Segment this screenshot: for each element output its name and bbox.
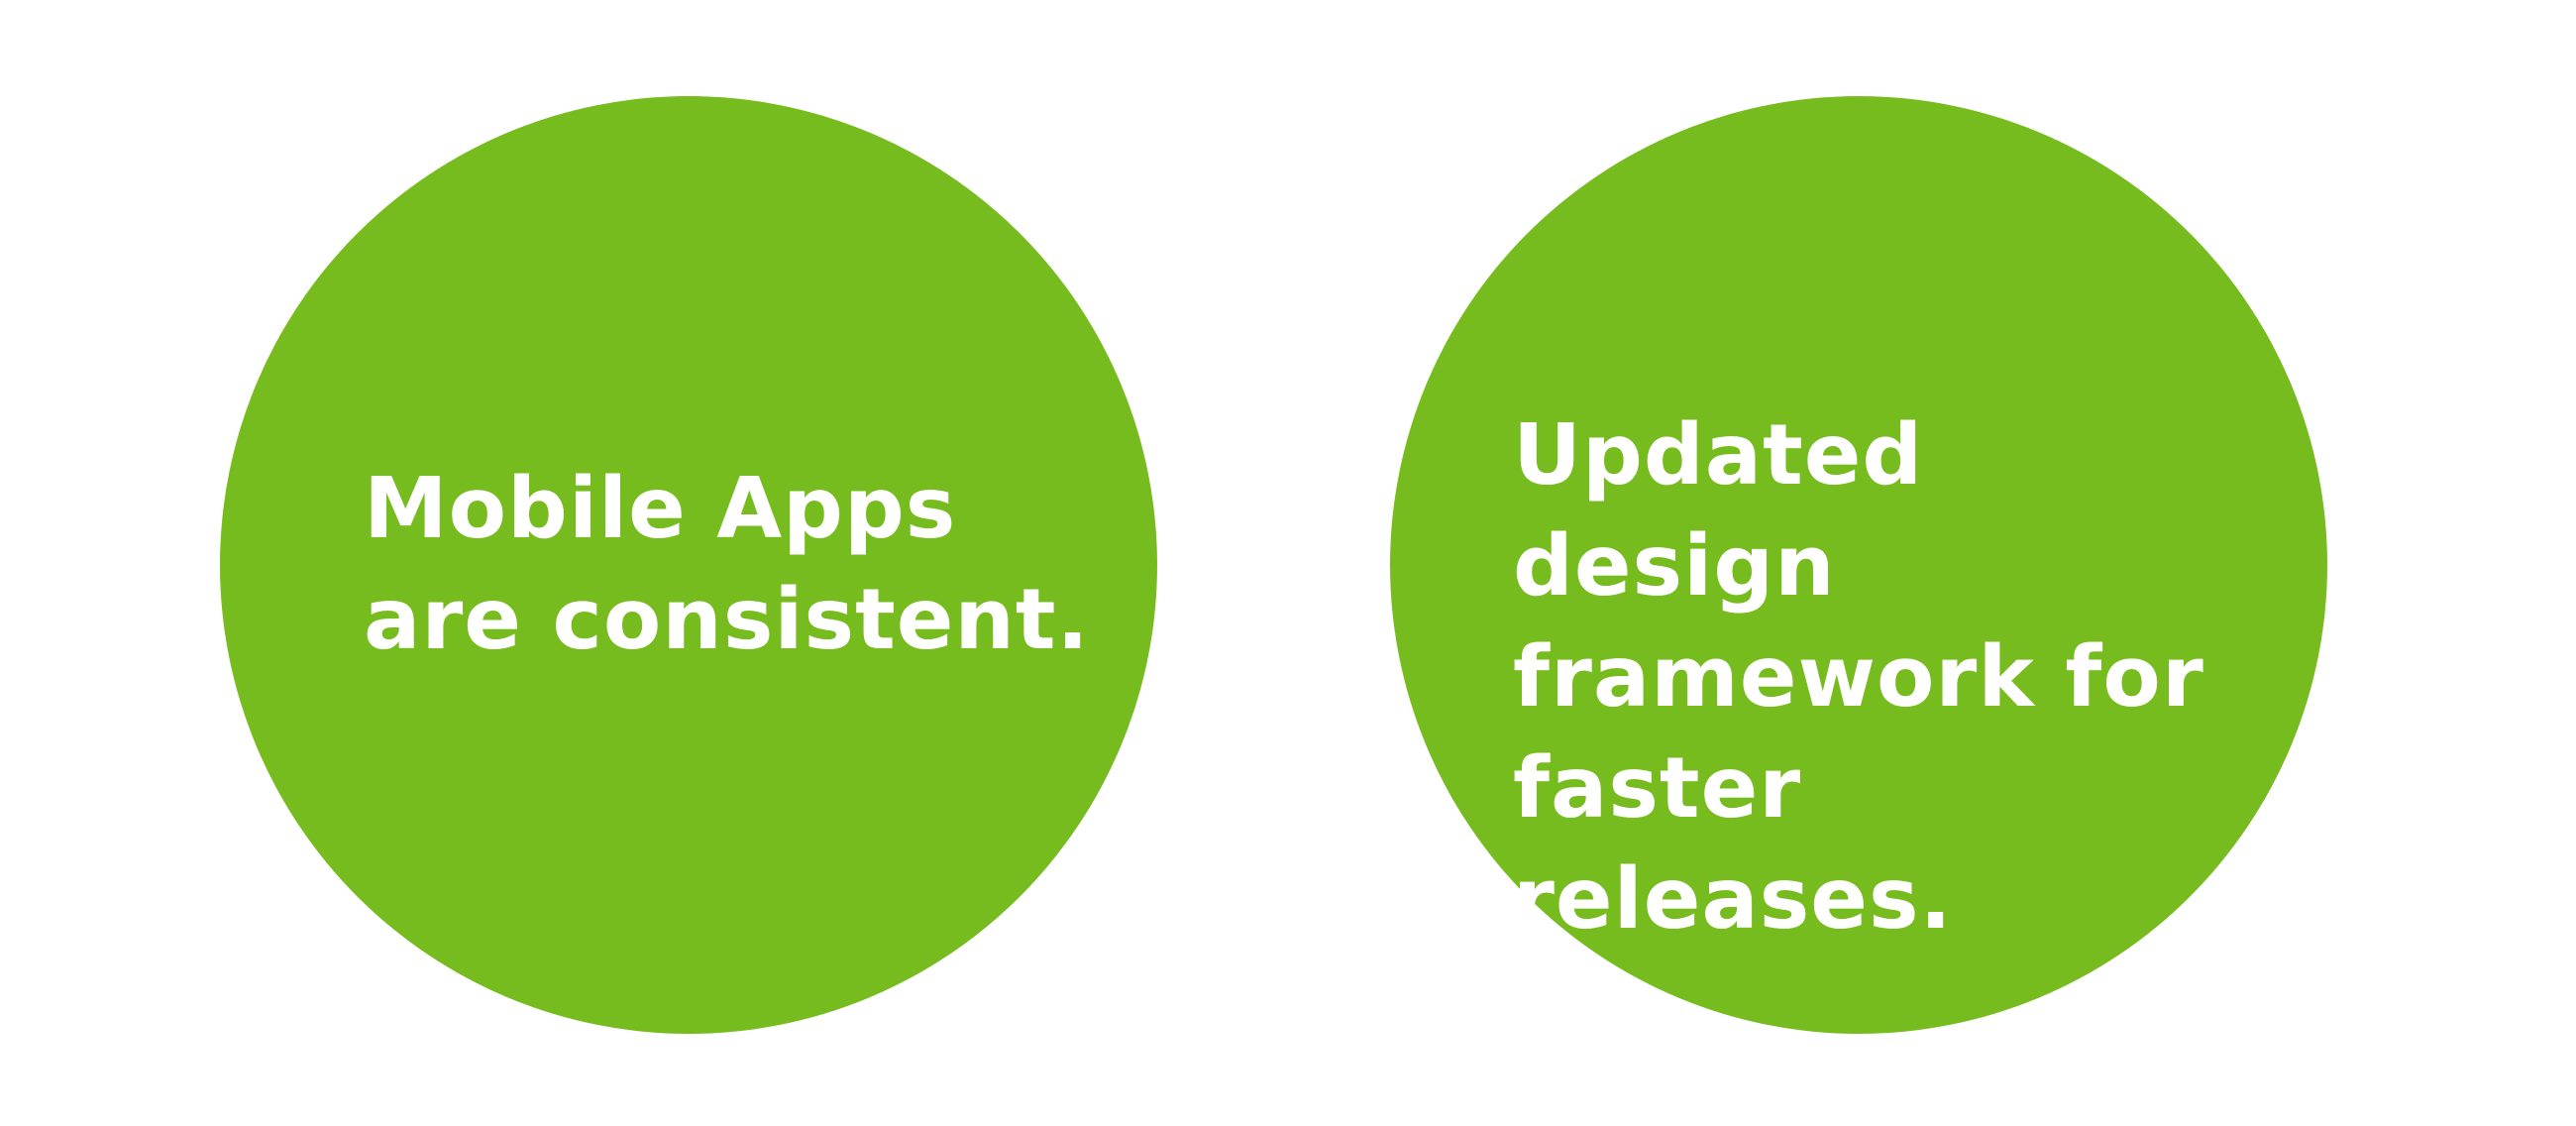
right-caption-line-2: framework for <box>1513 628 2204 727</box>
left-circle <box>220 96 1157 1034</box>
right-caption-line-3: faster releases. <box>1513 739 1953 949</box>
right-circle <box>1390 96 2327 1034</box>
left-caption-line-2: are consistent. <box>364 571 1090 669</box>
left-caption-line-1: Mobile Apps <box>364 460 957 558</box>
right-caption-line-1: Updated design <box>1513 406 1924 616</box>
right-circle-caption: Updated design framework for faster rele… <box>1513 400 2266 956</box>
left-circle-caption: Mobile Apps are consistent. <box>364 454 1117 676</box>
